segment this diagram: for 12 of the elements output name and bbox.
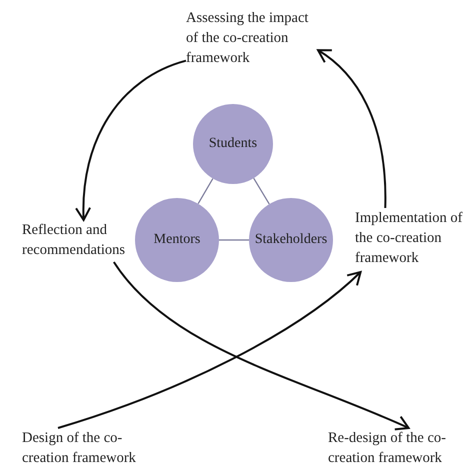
- stage-label: Re-design of the co-creation framework: [328, 428, 472, 470]
- stage-label: Implementation of the co-creation framework: [355, 208, 467, 272]
- connector-line: [253, 178, 270, 204]
- stage-label: Design of the co-creation framework: [22, 428, 166, 470]
- curved-arrow: [317, 49, 386, 208]
- connector-line: [219, 239, 249, 241]
- stage-label: Reflection and recommendations: [22, 220, 134, 262]
- curved-arrow: [76, 60, 186, 221]
- connector-line: [198, 178, 214, 204]
- curved-arrow: [113, 261, 410, 431]
- stage-label: Assessing the impact of the co-creation framework: [186, 8, 318, 70]
- curved-arrow: [58, 271, 362, 429]
